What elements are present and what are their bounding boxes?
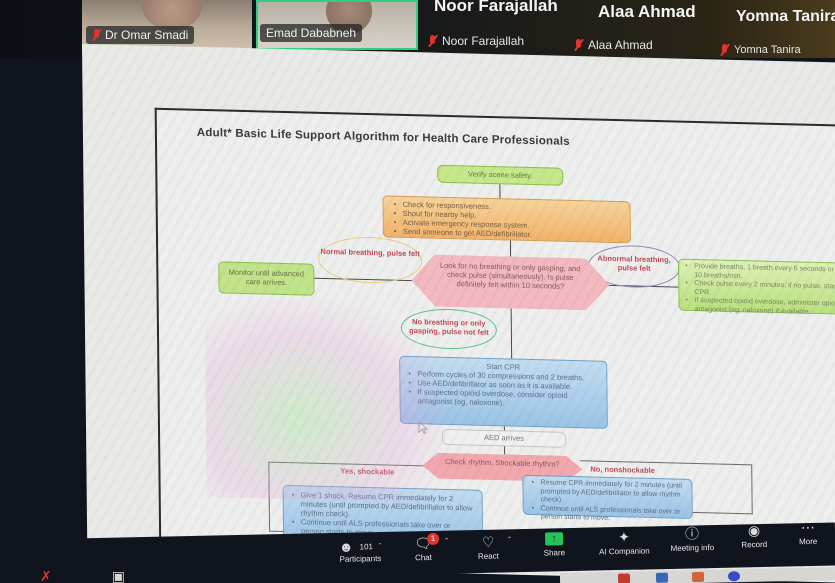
slide: Adult* Basic Life Support Algorithm for … [154,107,835,566]
participants-label: Participants [339,554,382,564]
participant-tile-emad[interactable]: Emad Dababneh [256,0,418,50]
step-aed-arrives: AED arrives [441,428,567,448]
more-label: More [798,536,818,547]
participant-name-tag: Yomna Tanira [720,44,801,56]
audio-video-controls: ✗ ▣ [40,568,125,583]
connector [504,446,506,455]
step-start-cpr: Start CPR Perform cycles of 30 compressi… [399,355,608,429]
mic-muted-icon [428,35,437,47]
participants-icon: ☻ [338,538,354,555]
shared-screen: Adult* Basic Life Support Algorithm for … [82,44,835,583]
participant-name-tag: Dr Omar Smadi [86,26,195,44]
taskbar-app-icon[interactable] [617,573,631,583]
chevron-up-icon[interactable]: ˆ [445,536,449,547]
more-icon: ⋯ [800,518,816,536]
react-label: React [477,551,499,561]
mouse-cursor-icon [418,420,428,434]
participant-tile-yomna[interactable]: Yomna Tanira Yomna Tanira [712,0,835,58]
participant-name-tag: Alaa Ahmad [574,38,653,52]
record-label: Record [741,539,768,550]
participant-tile-alaa[interactable]: Alaa Ahmad Alaa Ahmad [572,0,707,58]
participant-name: Emad Dababneh [266,26,357,40]
label-nonshockable: No, nonshockable [590,464,655,476]
mic-muted-icon [574,39,583,51]
slide-title: Adult* Basic Life Support Algorithm for … [196,126,570,148]
ai-companion-button[interactable]: ✦ AI Companion [592,528,657,557]
mic-muted-icon [92,29,101,41]
label-shockable: Yes, shockable [340,466,395,477]
meeting-info-label: Meeting info [670,543,715,553]
taskbar-app-icon[interactable] [655,572,669,583]
participant-name: Yomna Tanira [734,44,801,56]
connector [499,184,501,199]
participant-strip: Dr Omar Smadi Emad Dababneh Noor Farajal… [0,0,835,58]
participant-name: Noor Farajallah [442,34,525,48]
participant-tile-noor[interactable]: Noor Farajallah Noor Farajallah [422,0,572,58]
share-button[interactable]: ↑ Share [536,532,573,558]
participant-display-name: Alaa Ahmad [598,2,696,21]
taskbar-app-icon[interactable] [727,571,741,582]
chat-button[interactable]: 🗨 1 Chat ˆ [405,532,448,563]
react-button[interactable]: ♡ React ˆ [470,533,511,561]
participant-name-tag: Emad Dababneh [260,24,363,42]
step-item: If suspected opioid overdose, consider o… [408,387,598,410]
decision-assess-breathing: Look for no breathing or only gasping, a… [411,254,610,311]
meeting-info-button[interactable]: ⓘ Meeting info [664,525,721,553]
connector [510,308,513,359]
sparkle-icon: ✦ [618,528,631,546]
chevron-up-icon[interactable]: ˆ [508,535,512,546]
step-monitor: Monitor until advanced care arrives. [218,261,315,296]
label-no-breathing: No breathing or only gasping, pulse not … [400,307,498,351]
video-camera-icon[interactable]: ▣ [111,568,125,583]
step-provide-breaths: Provide breaths, 1 breath every 6 second… [678,258,835,318]
chevron-up-icon[interactable]: ˆ [378,541,382,551]
participant-name: Dr Omar Smadi [105,28,189,42]
taskbar-app-icon[interactable] [691,571,705,583]
record-icon: ◉ [747,522,761,539]
connector [509,240,512,257]
participant-tile-omar[interactable]: Dr Omar Smadi [82,0,252,50]
step-nonshockable: Resume CPR immediately for 2 minutes (un… [522,474,693,522]
share-arrow-icon: ↑ [544,532,564,546]
step-item: Continue until ALS professionals take ov… [532,505,684,526]
more-button[interactable]: ⋯ More [788,519,829,547]
label-normal-breathing: Normal breathing, pulse felt [317,235,423,285]
step-verify-scene: Verify scene safety. [437,164,564,186]
share-label: Share [543,548,566,558]
participant-display-name: Noor Farajallah [434,0,558,15]
step-check-responsiveness: Check for responsiveness. Shout for near… [382,195,631,244]
heart-icon: ♡ [481,533,495,550]
step-item: If suspected opioid overdose, administer… [685,297,835,318]
info-icon: ⓘ [684,525,700,542]
record-button[interactable]: ◉ Record [734,522,775,550]
ai-companion-label: AI Companion [598,546,650,557]
participant-name: Alaa Ahmad [588,38,653,52]
participant-display-name: Yomna Tanira [736,8,835,25]
mic-muted-icon[interactable]: ✗ [40,568,52,583]
step-item: Resume CPR immediately for 2 minutes (un… [531,479,683,508]
participants-button[interactable]: ☻ 101 ˆ Participants [330,538,391,564]
mic-muted-icon [720,44,729,56]
chat-label: Chat [414,552,433,563]
participant-name-tag: Noor Farajallah [428,34,524,48]
participants-count: 101 [359,541,374,551]
